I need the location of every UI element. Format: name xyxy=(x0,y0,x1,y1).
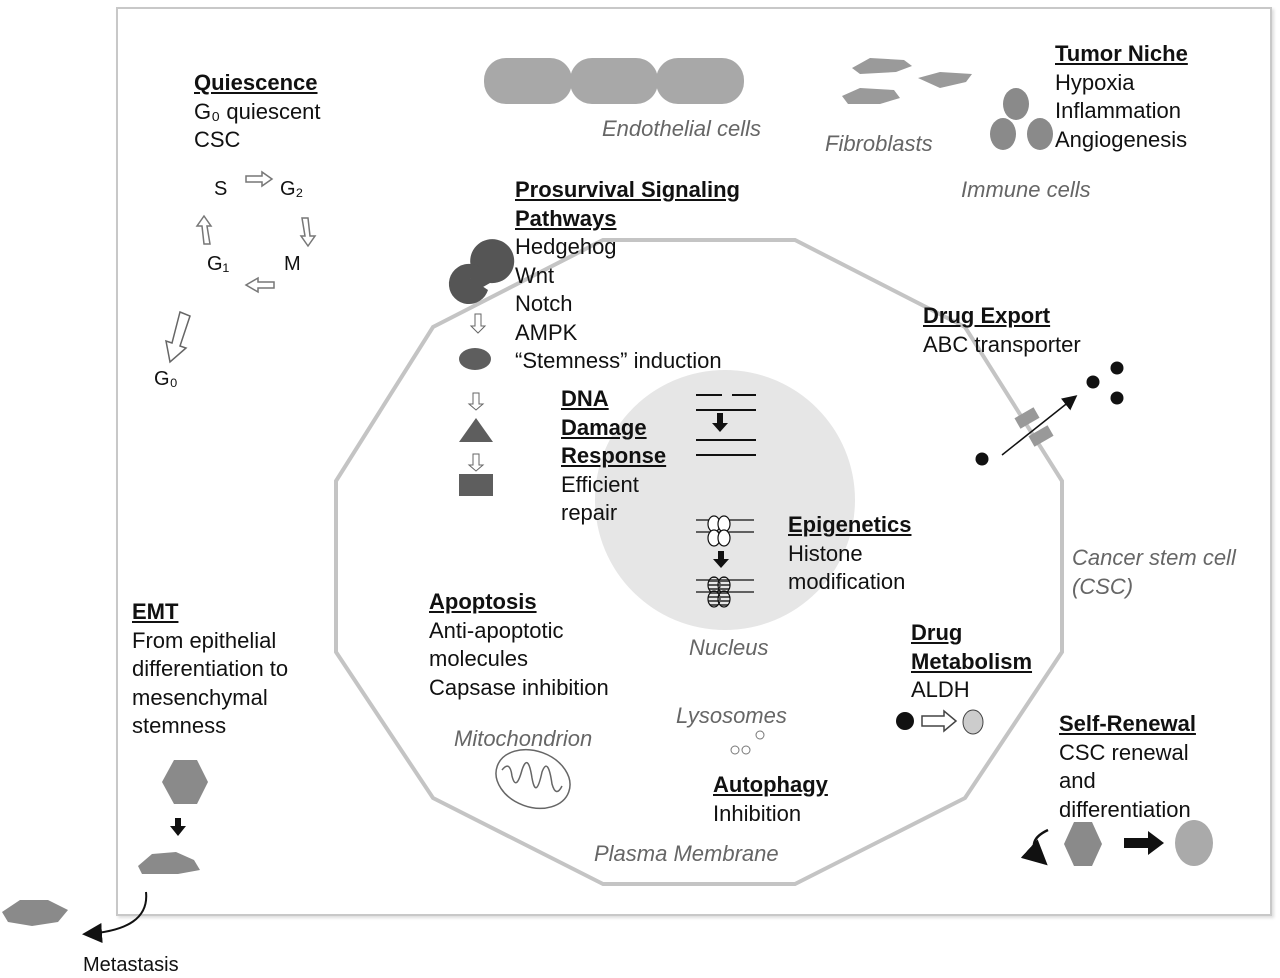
drug-metabolism-title: Drug xyxy=(911,620,963,645)
tumor-niche-line: Hypoxia xyxy=(1055,69,1135,95)
tumor-niche-title: Tumor Niche xyxy=(1055,41,1188,66)
apoptosis-block: Apoptosis Anti-apoptotic molecules Capsa… xyxy=(429,588,609,702)
emt-hexagon xyxy=(162,760,208,804)
dna-lines xyxy=(696,394,756,456)
epigenetics-line: Histone xyxy=(788,540,863,566)
prosurvival-block: Prosurvival Signaling Pathways Hedgehog … xyxy=(515,176,740,376)
self-renewal-arrow xyxy=(1124,831,1164,855)
plasma-membrane xyxy=(334,238,1064,886)
drug-export-block: Drug Export ABC transporter xyxy=(923,302,1081,359)
epigenetics-arrow xyxy=(713,551,729,568)
cycle-g2: G₂ xyxy=(280,178,304,200)
prosurvival-title-2: Pathways xyxy=(515,205,617,231)
drug-metabolism-block: Drug Metabolism ALDH xyxy=(911,619,1032,705)
endothelial-cells xyxy=(484,58,744,104)
epigenetics-line: modification xyxy=(788,569,906,594)
self-renewal-hexagon xyxy=(1064,822,1102,866)
apoptosis-line: molecules xyxy=(429,646,529,671)
dna-title: Damage xyxy=(561,414,647,440)
pathway-item: Notch xyxy=(515,291,573,316)
quiescence-line: G₀ quiescent xyxy=(194,98,321,124)
self-renewal-title: Self-Renewal xyxy=(1059,711,1196,736)
dna-block: DNA Damage Response Efficient repair xyxy=(561,385,666,528)
drug-metabolism-line: ALDH xyxy=(911,677,970,702)
self-renewal-cell xyxy=(1175,820,1213,866)
dna-arrow xyxy=(712,413,728,432)
emt-title: EMT xyxy=(132,599,179,624)
autophagy-block: Autophagy Inhibition xyxy=(713,771,828,828)
nucleus-label: Nucleus xyxy=(689,635,769,660)
fibroblast-shapes xyxy=(842,58,972,104)
lysosome-shapes xyxy=(730,730,765,755)
emt-line: From epithelial xyxy=(132,627,277,653)
autophagy-title: Autophagy xyxy=(713,772,828,797)
dna-line: repair xyxy=(561,500,618,525)
mitochondrion-label: Mitochondrion xyxy=(454,726,593,751)
emt-line: stemness xyxy=(132,713,227,738)
csc-label-line: Cancer stem cell xyxy=(1072,545,1236,570)
histone-closed xyxy=(696,576,754,608)
prosurvival-title: Prosurvival Signaling xyxy=(515,177,740,202)
epigenetics-block: Epigenetics Histone modification xyxy=(788,511,911,597)
g0-arrow xyxy=(165,310,191,364)
cycle-g1: G₁ xyxy=(207,253,230,275)
pathway-item: Hedgehog xyxy=(515,234,617,259)
immune-cell-shapes xyxy=(990,88,1053,150)
mitochondrion-shape xyxy=(495,748,571,810)
tumor-niche-block: Tumor Niche Hypoxia Inflammation Angioge… xyxy=(1055,40,1188,154)
metastasis-label: Metastasis xyxy=(83,954,179,976)
tumor-niche-line: Inflammation xyxy=(1055,98,1181,123)
cycle-g0: G₀ xyxy=(154,368,178,390)
tumor-niche-line: Angiogenesis xyxy=(1055,126,1188,152)
pathway-item: “Stemness” induction xyxy=(515,348,722,373)
drug-export-graphic xyxy=(975,361,1124,466)
diagram-frame xyxy=(116,7,1272,916)
fibroblasts-label: Fibroblasts xyxy=(825,131,933,156)
histone-open xyxy=(696,515,754,547)
quiescence-title: Quiescence xyxy=(194,70,318,95)
csc-label-line: (CSC) xyxy=(1072,574,1134,599)
cell-cycle-arrows xyxy=(195,170,317,294)
epigenetics-title: Epigenetics xyxy=(788,512,912,537)
dna-line: Efficient xyxy=(561,471,639,497)
emt-line: mesenchymal xyxy=(132,684,268,710)
dna-title: DNA xyxy=(561,386,609,411)
self-renewal-line: differentiation xyxy=(1059,796,1191,822)
metastasis-arrow xyxy=(82,891,148,943)
emt-mesenchymal-shape xyxy=(138,852,200,874)
pathway-item: Wnt xyxy=(515,262,555,288)
lysosomes-label: Lysosomes xyxy=(676,703,787,728)
self-renewal-line: CSC renewal xyxy=(1059,739,1189,765)
csc-label: Cancer stem cell (CSC) xyxy=(1072,543,1236,601)
apoptosis-line: Capsase inhibition xyxy=(429,674,609,700)
drug-metabolism-title: Metabolism xyxy=(911,648,1033,674)
cycle-s: S xyxy=(214,178,228,200)
dna-title: Response xyxy=(561,443,667,468)
plasma-membrane-label: Plasma Membrane xyxy=(594,841,779,866)
immune-label: Immune cells xyxy=(961,177,1091,202)
self-renewal-loop xyxy=(1020,828,1049,866)
endothelial-label: Endothelial cells xyxy=(602,116,761,141)
emt-line: differentiation to xyxy=(132,656,289,681)
metastasis-cell xyxy=(2,900,68,926)
apoptosis-line: Anti-apoptotic xyxy=(429,617,564,643)
drug-export-line: ABC transporter xyxy=(923,331,1081,357)
emt-block: EMT From epithelial differentiation to m… xyxy=(132,598,288,741)
aldh-graphic xyxy=(896,709,984,735)
apoptosis-title: Apoptosis xyxy=(429,589,537,614)
pathway-item: AMPK xyxy=(515,319,578,345)
quiescence-block: Quiescence G₀ quiescent CSC xyxy=(194,69,321,155)
quiescence-line: CSC xyxy=(194,127,241,152)
cycle-m: M xyxy=(284,253,301,275)
self-renewal-block: Self-Renewal CSC renewal and differentia… xyxy=(1059,710,1196,824)
autophagy-line: Inhibition xyxy=(713,800,802,826)
self-renewal-line: and xyxy=(1059,768,1096,793)
signaling-cascade xyxy=(448,239,515,496)
emt-arrow xyxy=(170,818,186,836)
drug-export-title: Drug Export xyxy=(923,303,1051,328)
nucleus-shape xyxy=(595,370,855,630)
